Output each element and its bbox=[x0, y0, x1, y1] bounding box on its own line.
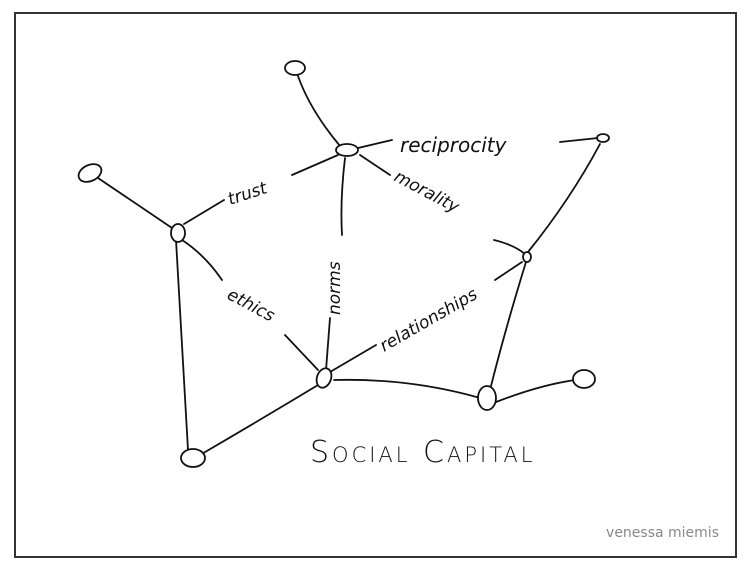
edge-bottom-right-end bbox=[495, 379, 576, 403]
edge-right-mid-bottom bbox=[489, 261, 527, 391]
node-right-mid bbox=[522, 251, 532, 263]
edge-labels: trust reciprocity morality norms ethics … bbox=[224, 133, 508, 356]
edge-reciprocity bbox=[357, 137, 599, 149]
node-left-open bbox=[77, 163, 103, 183]
node-right-end bbox=[572, 369, 596, 389]
edge-center-bottom-right bbox=[333, 378, 481, 399]
edge-relationships bbox=[329, 261, 523, 373]
label-reciprocity: reciprocity bbox=[400, 133, 508, 157]
edge-norms bbox=[325, 157, 346, 371]
edge-bottom-left-center bbox=[199, 384, 319, 456]
edge-left-open bbox=[97, 177, 173, 229]
diagram-title: Social Capital bbox=[310, 435, 535, 470]
edge-top-center bbox=[297, 75, 341, 147]
author-credit: venessa miemis bbox=[606, 525, 719, 541]
edge-ethics bbox=[181, 239, 319, 371]
node-bottom-left bbox=[180, 448, 206, 468]
nodes bbox=[77, 60, 610, 468]
node-top bbox=[284, 60, 306, 76]
node-left-mid bbox=[170, 223, 186, 243]
label-relationships: relationships bbox=[377, 284, 482, 356]
node-right-top bbox=[596, 133, 610, 143]
label-ethics: ethics bbox=[224, 285, 278, 327]
label-morality: morality bbox=[391, 167, 464, 218]
diagram-frame bbox=[14, 12, 737, 558]
edges bbox=[97, 75, 601, 456]
label-trust: trust bbox=[225, 178, 270, 210]
node-center bbox=[315, 367, 333, 389]
node-center-top bbox=[335, 143, 359, 157]
edge-right-mid-top bbox=[527, 143, 601, 253]
label-norms: norms bbox=[325, 261, 345, 315]
edge-left-vertical bbox=[175, 239, 189, 451]
edge-trust bbox=[183, 154, 339, 225]
node-bottom-right bbox=[477, 385, 497, 411]
